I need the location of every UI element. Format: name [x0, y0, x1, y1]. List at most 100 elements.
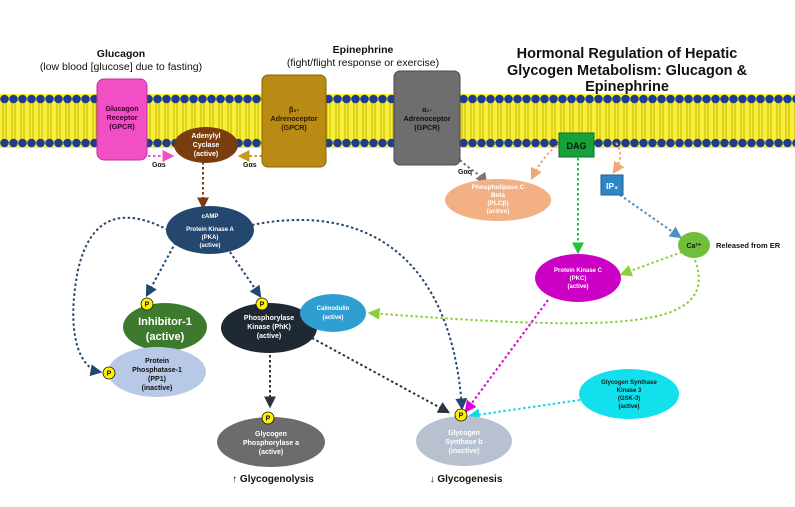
released-from-er-label: Released from ER: [716, 241, 781, 250]
svg-text:(active): (active): [618, 404, 639, 410]
phosphorylase-kinase: Phosphorylase Kinase (PhK) (active): [221, 303, 317, 353]
calmodulin: Calmodulin (active): [300, 294, 366, 332]
svg-text:Protein Kinase C: Protein Kinase C: [554, 268, 603, 274]
arrow-ip3-plc-link: [612, 142, 625, 174]
svg-text:(GPCR): (GPCR): [281, 123, 307, 132]
svg-text:(GPCR): (GPCR): [109, 122, 135, 131]
adenylyl-cyclase: Adenylyl Cyclase (active): [174, 127, 238, 163]
svg-text:Beta: Beta: [491, 192, 505, 199]
svg-text:IP₃: IP₃: [606, 181, 618, 191]
svg-text:Glucagon: Glucagon: [105, 104, 138, 113]
svg-text:cAMP: cAMP: [202, 214, 219, 220]
glycogen-synthase-b: Glycogen Synthase b (inactive): [416, 416, 512, 466]
svg-text:(PLCβ): (PLCβ): [487, 200, 508, 207]
svg-text:(active): (active): [487, 208, 510, 215]
arrow-pka-to-pp1: [72, 216, 169, 377]
phosphate-badge-inhibitor1: P: [140, 297, 154, 311]
svg-text:Phosphorylase: Phosphorylase: [244, 315, 294, 322]
gq-label: Gαq: [458, 169, 472, 176]
glycogenesis-outcome: ↓ Glycogenesis: [430, 474, 503, 485]
svg-text:P: P: [266, 416, 271, 423]
arrow-ip3-to-ca: [619, 194, 682, 239]
svg-text:(GPCR): (GPCR): [414, 123, 440, 132]
arrow-ca-to-calmodulin: [367, 259, 700, 325]
svg-text:(PKC): (PKC): [570, 276, 587, 282]
svg-text:(inactive): (inactive): [142, 385, 173, 392]
arrow-pka-to-inhibitor1: [145, 237, 179, 298]
protein-phosphatase-1: Protein Phosphatase-1 (PP1) (inactive): [108, 347, 206, 397]
svg-text:(GSK-3): (GSK-3): [618, 396, 640, 402]
svg-text:P: P: [260, 302, 265, 309]
svg-text:Ca²⁺: Ca²⁺: [687, 243, 702, 250]
glycogen-synthase-kinase-3: Glycogen Synthase Kinase 3 (GSK-3) (acti…: [579, 369, 679, 419]
dag-node: DAG: [558, 132, 595, 158]
svg-text:(active): (active): [146, 331, 185, 343]
inhibitor-1: Inhibitor-1 (active): [123, 303, 207, 351]
beta2-adrenoceptor: β₂- Adrenoceptor (GPCR): [261, 74, 327, 168]
svg-text:Glycogen: Glycogen: [448, 430, 480, 437]
phosphate-badge-gsb: P: [454, 408, 468, 422]
svg-text:(active): (active): [322, 315, 343, 321]
arrows: [72, 142, 700, 421]
svg-text:Adrenoceptor: Adrenoceptor: [270, 114, 317, 123]
svg-text:Glycogen: Glycogen: [255, 431, 287, 438]
svg-text:Epinephrine: Epinephrine: [585, 79, 669, 95]
phosphate-badge-gpa: P: [261, 411, 275, 425]
svg-text:Calmodulin: Calmodulin: [317, 306, 350, 312]
svg-text:P: P: [107, 371, 112, 378]
svg-text:(active): (active): [199, 243, 220, 249]
protein-kinase-c: Protein Kinase C (PKC) (active): [535, 254, 621, 302]
svg-text:Phosphorylase a: Phosphorylase a: [243, 440, 299, 447]
arrow-pka-to-phk: [229, 251, 262, 298]
svg-text:Epinephrine: Epinephrine: [333, 44, 394, 56]
svg-text:α₁-: α₁-: [422, 105, 432, 114]
epinephrine-label: Epinephrine (fight/flight response or ex…: [287, 44, 439, 69]
svg-text:(fight/flight response or exer: (fight/flight response or exercise): [287, 57, 439, 69]
arrow-pkc-to-gsb: [464, 299, 549, 413]
svg-text:(active): (active): [194, 151, 219, 158]
arrow-phk-to-gsb: [311, 337, 451, 414]
svg-text:β₂-: β₂-: [289, 105, 300, 114]
gs-left-label: Gαs: [152, 162, 166, 169]
arrow-pka-to-gsb: [251, 218, 468, 411]
calcium-node: Ca²⁺: [678, 232, 710, 258]
svg-text:Receptor: Receptor: [106, 113, 137, 122]
svg-text:Kinase 3: Kinase 3: [617, 388, 642, 394]
svg-text:(active): (active): [259, 449, 284, 456]
glycogen-phosphorylase-a: Glycogen Phosphorylase a (active): [217, 417, 325, 467]
svg-text:(PP1): (PP1): [148, 376, 166, 383]
glycogenolysis-outcome: ↑ Glycogenolysis: [232, 474, 314, 485]
alpha1-adrenoceptor: α₁- Adrenoceptor (GPCR): [393, 70, 461, 166]
svg-text:Adenylyl: Adenylyl: [191, 133, 220, 140]
arrow-gsk3-to-gsb: [467, 399, 581, 421]
svg-text:Synthase b: Synthase b: [445, 439, 482, 446]
svg-text:Hormonal Regulation of Hepatic: Hormonal Regulation of Hepatic: [517, 46, 738, 62]
ip3-node: IP₃: [600, 174, 624, 196]
svg-text:(low blood [glucose] due to fa: (low blood [glucose] due to fasting): [40, 61, 202, 73]
svg-text:Phospholipase C: Phospholipase C: [472, 184, 525, 191]
svg-text:Glycogen Metabolism: Glucagon: Glycogen Metabolism: Glucagon &: [507, 63, 748, 79]
svg-text:(active): (active): [257, 333, 282, 340]
svg-text:P: P: [459, 413, 464, 420]
gs-right-label: Gαs: [243, 162, 257, 169]
phospholipase-c-beta: Phospholipase C Beta (PLCβ) (active): [445, 179, 551, 221]
arrow-ca-to-pkc: [619, 251, 683, 277]
diagram-title: Hormonal Regulation of Hepatic Glycogen …: [507, 46, 748, 95]
glucagon-label: Glucagon (low blood [glucose] due to fas…: [40, 48, 202, 73]
svg-text:Kinase (PhK): Kinase (PhK): [247, 324, 291, 331]
phosphate-badge-phk: P: [255, 297, 269, 311]
svg-text:Protein: Protein: [145, 358, 169, 365]
phosphate-badge-pp1: P: [102, 366, 116, 380]
svg-text:Cyclase: Cyclase: [193, 142, 220, 149]
svg-text:(inactive): (inactive): [449, 448, 480, 455]
svg-text:(active): (active): [567, 284, 588, 290]
svg-text:Inhibitor-1: Inhibitor-1: [138, 316, 192, 328]
glucagon-receptor: Glucagon Receptor (GPCR): [96, 78, 148, 161]
svg-text:Phosphatase-1: Phosphatase-1: [132, 367, 182, 374]
svg-text:Adrenoceptor: Adrenoceptor: [403, 114, 450, 123]
svg-text:P: P: [145, 302, 150, 309]
svg-text:DAG: DAG: [567, 141, 587, 151]
svg-text:Glucagon: Glucagon: [97, 48, 145, 60]
